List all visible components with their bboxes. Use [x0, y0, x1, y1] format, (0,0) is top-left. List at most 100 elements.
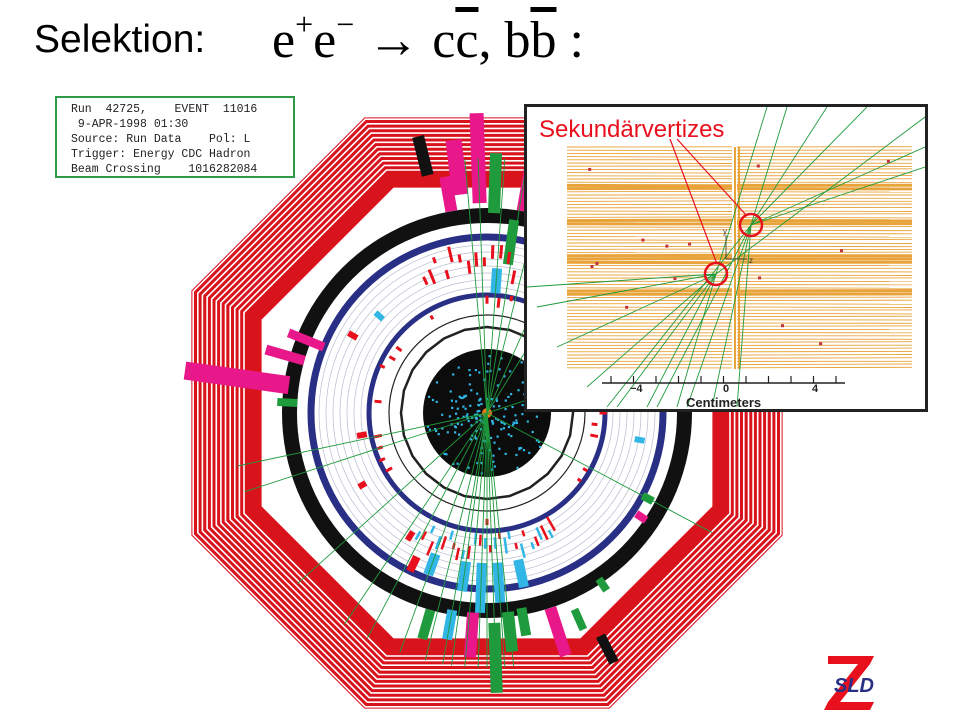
formula-minus: − — [336, 6, 355, 42]
energy-deposit — [444, 269, 450, 280]
vertex-hit — [475, 417, 478, 420]
vertex-hit — [463, 395, 466, 399]
vertex-hit — [468, 383, 471, 386]
vertex-hit — [516, 466, 519, 469]
vertex-hit — [455, 400, 458, 403]
reaction-formula: e+e− → cc, bb : — [272, 6, 584, 70]
energy-deposit — [414, 530, 422, 541]
energy-deposit — [432, 256, 437, 264]
track-hit — [756, 164, 760, 168]
vertex-hit — [437, 433, 440, 436]
energy-deposit — [599, 411, 607, 415]
axis-tick-label: 0 — [723, 383, 729, 395]
particle-track — [486, 158, 506, 414]
vertex-hit — [466, 416, 469, 419]
track-hit — [688, 242, 692, 246]
energy-deposit — [521, 530, 526, 537]
vertex-hit — [456, 422, 459, 425]
vertex-hit — [464, 407, 467, 410]
ladder-line — [566, 210, 733, 212]
vertex-hit — [504, 399, 507, 402]
energy-deposit — [404, 530, 416, 542]
energy-deposit — [514, 542, 519, 550]
ladder-line — [736, 354, 913, 356]
energy-deposit — [420, 531, 428, 541]
slide-title: Selektion: — [34, 18, 206, 61]
vertex-hit — [510, 393, 513, 396]
vertex-hit — [521, 381, 524, 384]
event-info-line: 9-APR-1998 01:30 — [71, 118, 189, 131]
ladder-line — [566, 306, 733, 308]
energy-deposit — [474, 252, 479, 267]
vertex-hit — [495, 399, 498, 402]
ladder-line — [736, 216, 913, 219]
ladder-line — [736, 236, 913, 238]
particle-track — [442, 412, 488, 665]
ladder-line — [736, 366, 913, 369]
energy-deposit — [545, 516, 557, 532]
ladder-line — [736, 306, 913, 308]
energy-deposit — [440, 536, 448, 550]
svg-text:SLD: SLD — [834, 675, 874, 697]
vertex-hit — [500, 357, 503, 360]
energy-deposit — [590, 433, 599, 439]
particle-track — [451, 412, 488, 666]
formula-charm: c — [432, 12, 456, 69]
ladder-line — [566, 287, 733, 289]
particle-track — [486, 412, 515, 667]
vertex-hit — [431, 398, 435, 402]
energy-deposit — [447, 246, 454, 263]
energy-deposit — [485, 295, 489, 304]
energy-deposit — [466, 545, 471, 559]
track-hit — [665, 244, 669, 248]
vertex-hit — [469, 374, 472, 377]
particle-track — [366, 412, 488, 639]
energy-deposit — [378, 457, 386, 463]
energy-deposit — [487, 152, 503, 214]
vertex-hit — [457, 366, 460, 369]
ladder-line — [566, 149, 733, 152]
vertex-hit — [492, 460, 495, 463]
track-hit — [781, 324, 784, 328]
vertex-hit — [486, 397, 489, 401]
energy-deposit — [427, 269, 437, 285]
track-line — [556, 273, 717, 348]
track-hit — [673, 277, 677, 281]
vertex-hit — [479, 397, 482, 400]
energy-deposit — [513, 558, 529, 589]
energy-deposit — [478, 534, 482, 546]
track-line — [606, 224, 752, 408]
energy-deposit — [502, 219, 520, 266]
vertex-hit — [502, 427, 505, 430]
track-hit — [641, 238, 645, 242]
vertex-hit — [491, 421, 495, 424]
vertex-hit — [469, 404, 472, 407]
pointer-line — [676, 138, 748, 217]
vertex-hit — [535, 415, 538, 418]
vertex-hit — [509, 370, 512, 373]
track-hit — [819, 342, 823, 346]
formula-arrow: → — [367, 12, 420, 69]
energy-deposit — [356, 431, 368, 439]
formula-anticharm: c — [455, 12, 479, 69]
vertex-hit — [441, 413, 444, 416]
ladder-line — [736, 168, 913, 170]
track-line — [676, 273, 717, 408]
secondary-vertex-label: Sekundärvertizes — [539, 116, 725, 143]
vertex-hit — [465, 415, 468, 418]
ladder-line — [566, 357, 733, 359]
vertex-hit — [435, 429, 438, 433]
vertex-hit — [467, 419, 470, 423]
particle-track — [486, 161, 528, 414]
vertex-hit — [512, 421, 515, 424]
vertex-hit — [488, 355, 491, 358]
particle-track — [486, 412, 713, 534]
track-line — [750, 107, 828, 226]
vertex-hit — [489, 369, 492, 372]
energy-deposit — [499, 244, 504, 259]
track-line — [656, 224, 752, 408]
vertex-hit — [456, 462, 459, 465]
vertex-hit — [460, 423, 463, 426]
centimeter-axis — [602, 376, 845, 384]
energy-deposit — [455, 547, 461, 561]
